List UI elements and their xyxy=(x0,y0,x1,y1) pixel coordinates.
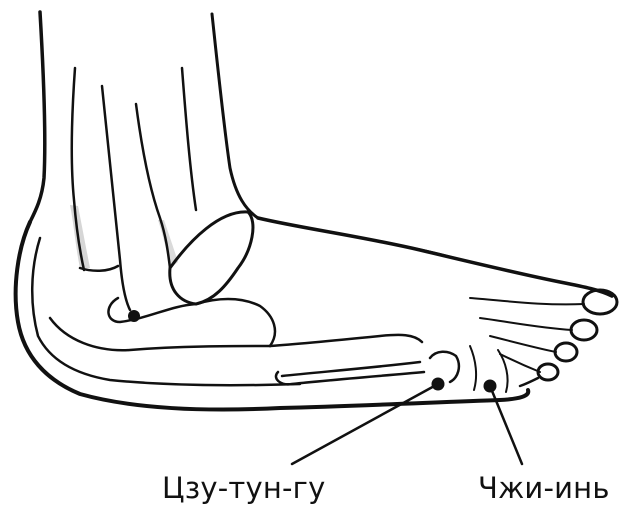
leader-lines xyxy=(292,384,522,464)
point-label-left: Цзу-тун-гу xyxy=(162,474,325,503)
leg xyxy=(30,12,258,310)
heel-inner-line xyxy=(32,238,300,385)
leg-back-line xyxy=(30,12,45,222)
leg-front-line xyxy=(212,14,258,218)
point-label-right: Чжи-инь xyxy=(478,474,610,503)
big-toe xyxy=(583,290,617,314)
calcaneus-top xyxy=(108,298,196,322)
calcaneus-bottom xyxy=(50,318,270,350)
metatarsal-1 xyxy=(270,335,422,346)
tibia-line xyxy=(182,68,196,210)
toe-line-1 xyxy=(470,298,584,304)
toe-line-2 xyxy=(480,318,572,330)
toe-line-3 xyxy=(490,336,556,352)
toe-base-joint xyxy=(430,352,459,382)
shading xyxy=(70,205,178,268)
toe-2 xyxy=(571,320,597,340)
toe-3 xyxy=(555,343,577,361)
shade-achilles xyxy=(70,205,90,268)
ankle-point-marker xyxy=(128,310,140,322)
toes xyxy=(470,290,617,386)
talus-bone xyxy=(170,212,253,304)
leader-line-left xyxy=(292,384,438,464)
little-toe-tip xyxy=(520,378,538,386)
instep-line xyxy=(258,218,612,296)
metatarsals xyxy=(270,335,508,392)
toe-joint-2 xyxy=(470,346,476,390)
fibula-line xyxy=(102,86,130,310)
navicular-bone xyxy=(196,299,275,346)
